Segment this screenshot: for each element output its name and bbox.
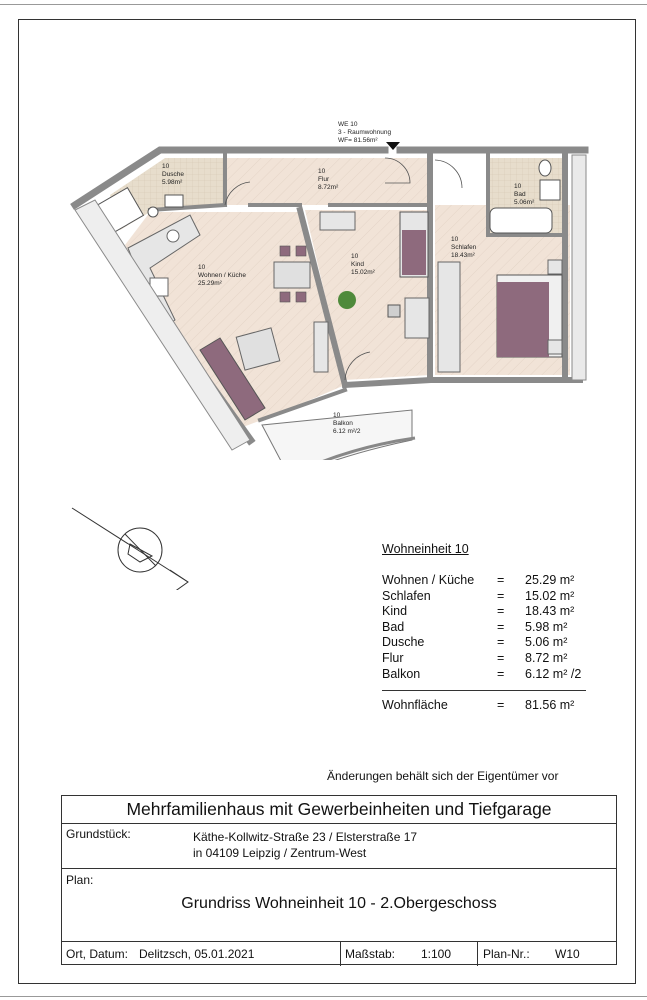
dining-table [273,261,311,289]
bathtub [489,207,553,234]
area-row: Bad = 5.98 m² [382,619,568,634]
plan-section: Plan: Grundriss Wohneinheit 10 - 2.Oberg… [62,869,616,942]
area-table: Wohneinheit 10 Wohnen / Küche = 25.29 m²… [382,542,586,714]
area-row: Kind = 18.43 m² [382,604,575,619]
unit-label-line2: 3 - Raumwohnung [338,129,391,136]
floor-flur [225,158,430,205]
top-rule [0,4,647,5]
wardrobe [437,261,461,373]
area-row: Schlafen = 15.02 m² [382,588,575,603]
grundstueck-section: Grundstück: Käthe-Kollwitz-Straße 23 / E… [62,824,616,869]
room-wohnen-area: 25.29m² [198,280,223,287]
plan-title: Grundriss Wohneinheit 10 - 2.Obergeschos… [181,895,497,912]
area-row: Flur = 8.72 m² [382,650,568,665]
washbasin-bad [539,179,561,201]
door-swings [224,157,463,381]
room-dusche-area: 5.98m² [162,179,183,186]
kind-shelf [319,211,356,231]
room-flur-num: 10 [318,168,326,175]
room-balkon-area: 6.12 m²/2 [333,428,361,435]
plant-icon [338,291,356,309]
coffee-table [235,327,281,371]
room-kind-area: 15.02m² [351,269,376,276]
entrance-marker-icon [386,142,400,150]
room-bad-name: Bad [514,191,526,198]
room-flur-area: 8.72m² [318,184,339,191]
ort-datum-value: Delitzsch, 05.01.2021 [139,947,255,961]
changes-notice: Änderungen behält sich der Eigentümer vo… [327,769,559,783]
unit-label-line3: WF= 81.56m² [338,137,378,144]
grundstueck-label: Grundstück: [66,827,131,841]
unit-label-line1: WE 10 [338,121,358,128]
kind-chair [387,304,401,318]
room-dusche-num: 10 [162,163,170,170]
area-row: Dusche = 5.06 m² [382,635,568,650]
room-wohnen-name: Wohnen / Küche [198,272,246,279]
address-line2: in 04109 Leipzig / Zentrum-West [193,846,367,860]
drawing-sheet [18,19,636,984]
nightstand-2 [547,339,563,355]
toilet [147,206,159,218]
nightstand-1 [547,259,563,275]
address-line1: Käthe-Kollwitz-Straße 23 / Elsterstraße … [193,830,418,844]
floor-balkon [261,409,413,460]
washbasin-dusche [164,194,184,208]
double-bed-cover [497,282,549,357]
bottom-rule [0,996,647,997]
plan-nr-label: Plan-Nr.: [483,947,530,961]
room-flur-name: Flur [318,176,330,183]
room-schlafen-area: 18.43m² [451,252,476,259]
room-bad-num: 10 [514,183,522,190]
massstab-label: Maßstab: [345,947,396,961]
room-balkon-num: 10 [333,412,341,419]
north-arrow-icon [71,507,189,590]
massstab-value: 1:100 [421,947,452,961]
room-bad-area: 5.06m² [514,199,535,206]
room-balkon-name: Balkon [333,420,353,427]
room-kind-name: Kind [351,261,364,268]
footer-divider [340,942,341,966]
room-schlafen-num: 10 [451,236,459,243]
chairs [279,245,307,303]
title-block: Mehrfamilienhaus mit Gewerbeinheiten und… [61,795,617,966]
room-labels: WE 10 3 - Raumwohnung WF= 81.56m² 10 Dus… [162,121,535,435]
neighbour-stair [74,199,251,451]
room-dusche-name: Dusche [162,171,184,178]
area-table-divider [382,690,586,692]
room-wohnen-num: 10 [198,264,206,271]
area-total-row: Wohnfläche = 81.56 m² [382,698,575,713]
room-schlafen-name: Schlafen [451,244,477,251]
plan-nr-value: W10 [555,947,580,961]
project-title: Mehrfamilienhaus mit Gewerbeinheiten und… [62,796,616,824]
floor-kind [305,210,430,380]
sideboard [313,321,329,373]
footer-divider [477,942,478,966]
area-table-heading: Wohneinheit 10 [382,542,469,556]
room-kind-num: 10 [351,253,359,260]
floor-plan: WE 10 3 - Raumwohnung WF= 81.56m² 10 Dus… [70,121,589,460]
area-row: Wohnen / Küche = 25.29 m² [382,573,575,587]
ort-datum-label: Ort, Datum: [66,947,129,961]
balkon-railing [322,436,416,460]
toilet-bad [538,159,552,177]
sofa [199,337,266,421]
plan-label: Plan: [66,873,94,887]
title-block-footer: Ort, Datum: Delitzsch, 05.01.2021 Maßsta… [62,942,616,966]
kind-bed-cover [402,230,426,275]
sink [166,229,180,243]
neighbour-unit [571,154,587,381]
area-row: Balkon = 6.12 m² /2 [382,666,582,681]
kind-desk [404,297,430,339]
